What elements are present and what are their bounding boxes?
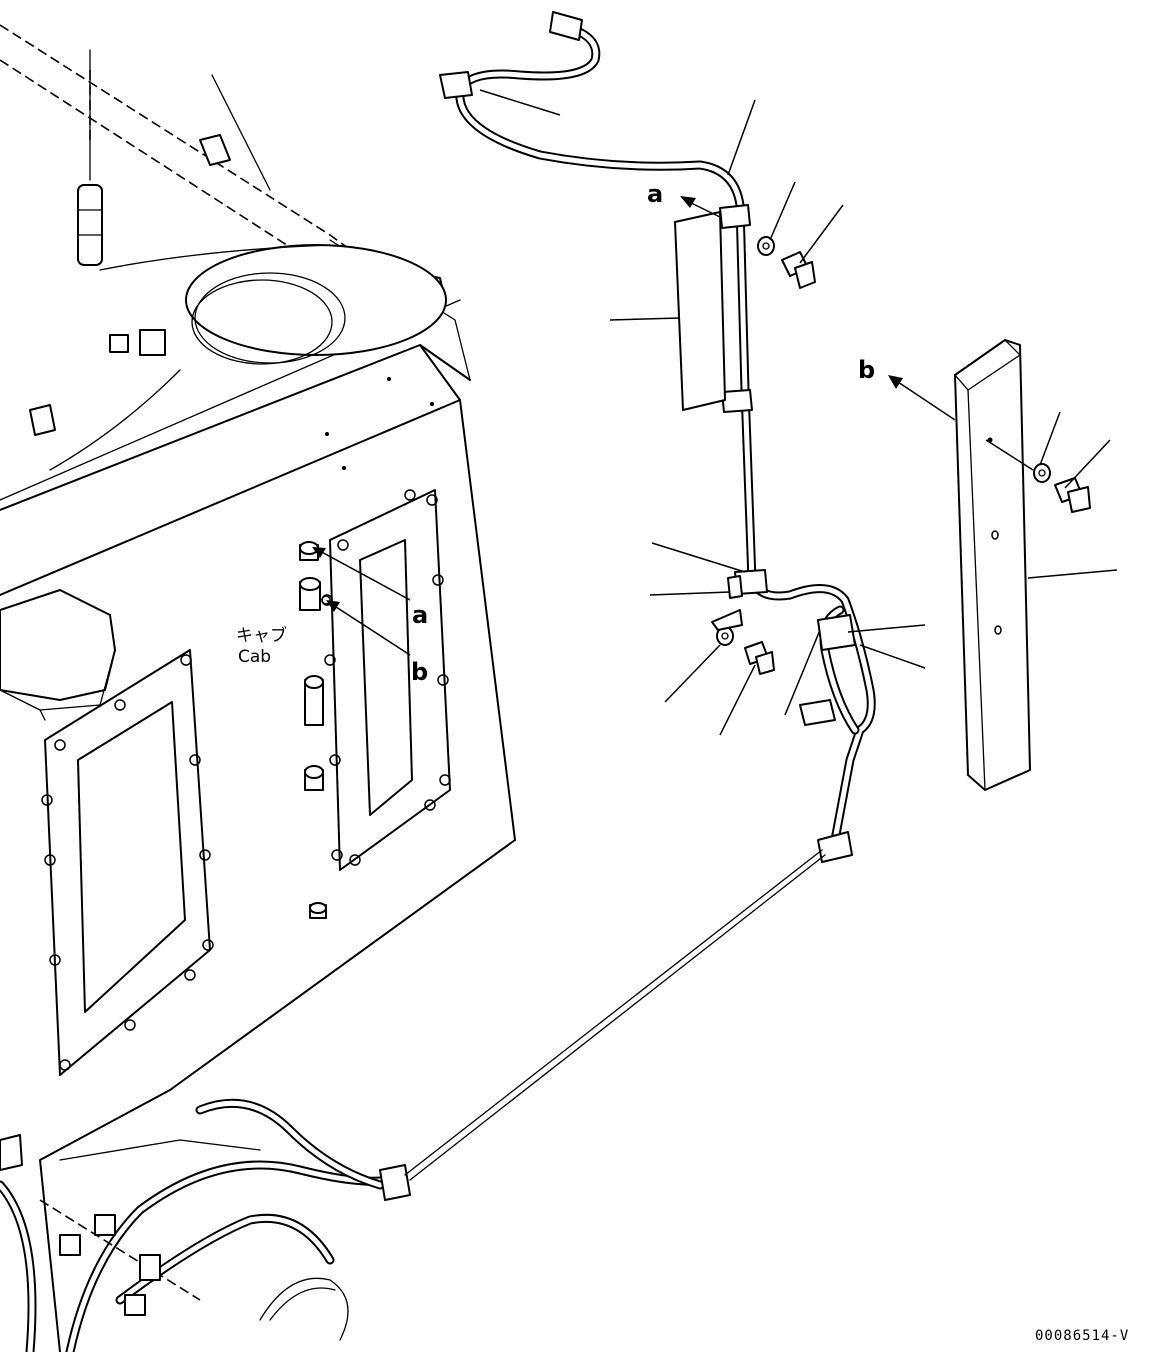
rear-window-left xyxy=(41,649,214,1076)
ref-a-cab: a xyxy=(412,601,428,629)
connector-bottom xyxy=(817,831,853,863)
channel-bracket xyxy=(954,339,1031,791)
labels: a b a b キャブ Cab 00086514-V xyxy=(236,180,1129,1344)
cab-label-en: Cab xyxy=(238,647,271,667)
connector-top xyxy=(549,11,583,41)
lower-branch-harness xyxy=(404,569,876,1181)
washer-a xyxy=(757,236,775,256)
upper-harness xyxy=(439,11,757,585)
drawing-number: 00086514-V xyxy=(1035,1328,1129,1344)
lower-harness xyxy=(0,1089,411,1352)
cab-label-jp: キャブ xyxy=(236,625,287,646)
ref-b-top: b xyxy=(858,356,875,384)
leader-lines xyxy=(312,89,1118,736)
roof-antenna xyxy=(29,49,447,471)
ref-a-top: a xyxy=(647,180,663,208)
mounting-bosses xyxy=(299,541,331,919)
fasteners xyxy=(711,236,1091,675)
rear-window-right xyxy=(321,489,451,871)
mounting-plate xyxy=(674,211,726,411)
washer-b xyxy=(1033,463,1051,483)
cab-body xyxy=(0,24,516,1091)
ref-b-cab: b xyxy=(411,658,428,686)
